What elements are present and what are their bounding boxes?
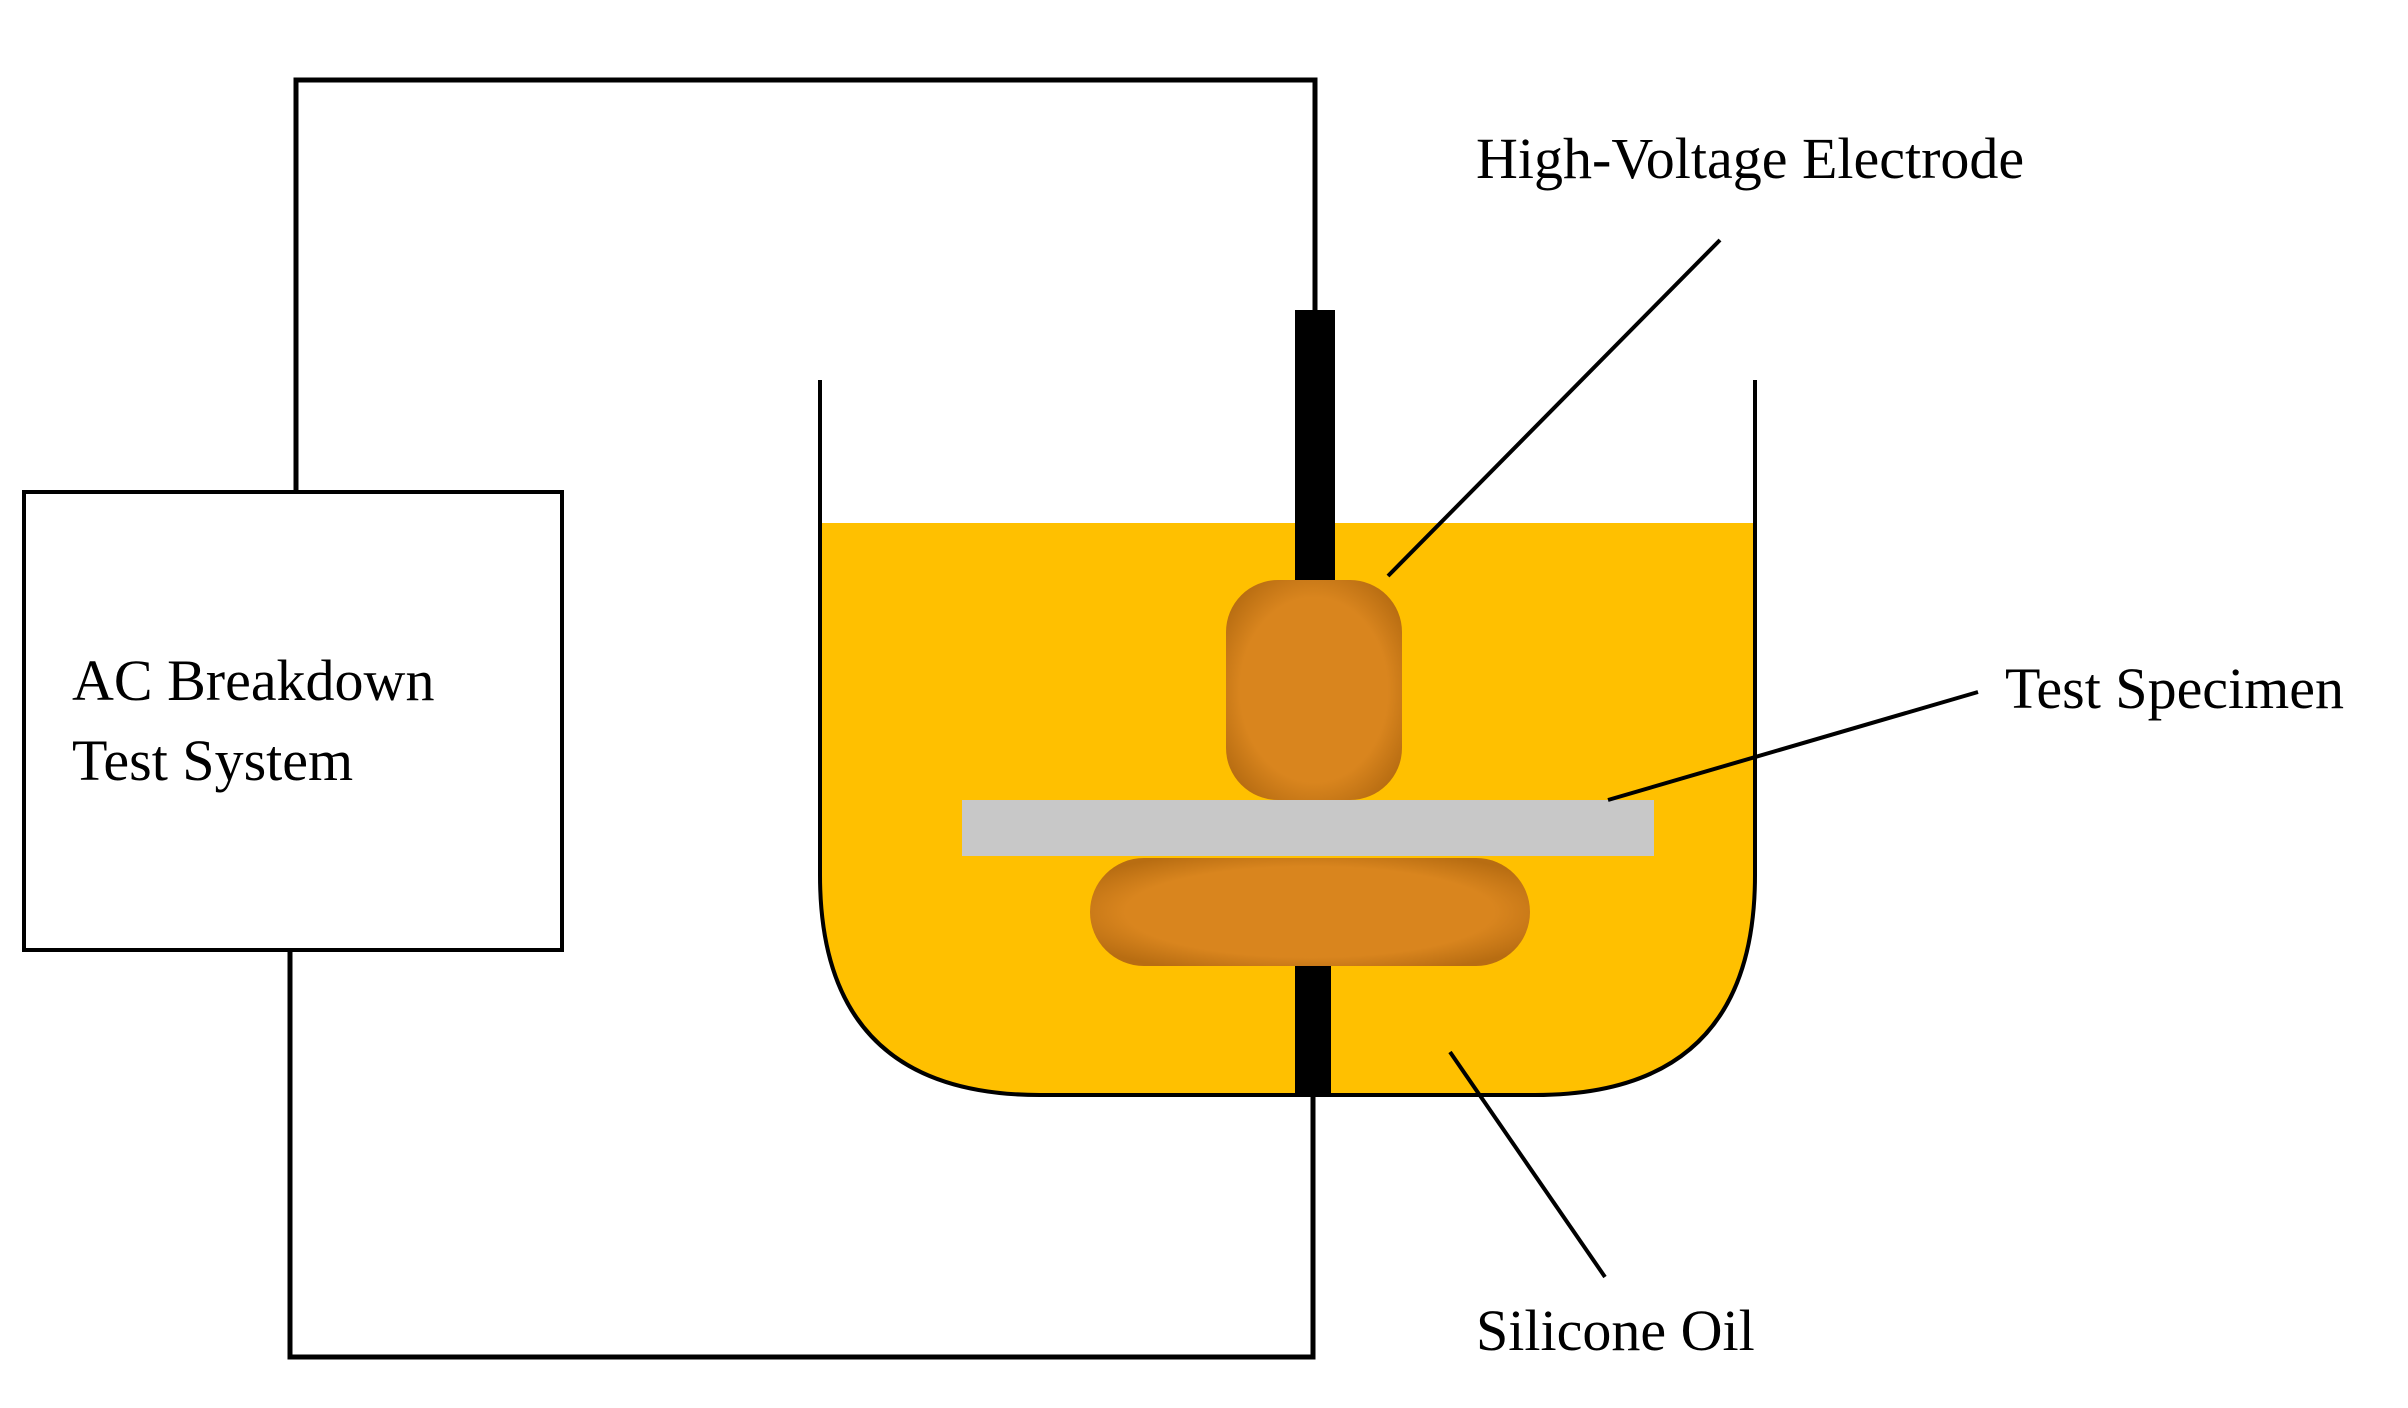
specimen-label: Test Specimen (2005, 656, 2344, 721)
specimen-leader-line (1607, 690, 1979, 802)
ac-test-system-box (22, 490, 564, 952)
electrode-leader-line (1386, 238, 1722, 578)
oil-leader-line (1448, 1050, 1607, 1279)
ac-test-system-label-line1: AC Breakdown (72, 648, 434, 713)
ground-electrode (1090, 858, 1530, 966)
high-voltage-electrode (1226, 580, 1402, 800)
oil-vessel (818, 380, 1757, 1097)
lower-electrode-rod (1295, 965, 1331, 1095)
electrode-label: High-Voltage Electrode (1476, 126, 2024, 191)
oil-label: Silicone Oil (1476, 1298, 1755, 1363)
ac-test-system-label: AC Breakdown Test System (72, 648, 449, 793)
ac-test-system-label-line2: Test System (72, 728, 353, 793)
upper-electrode-rod (1295, 310, 1335, 585)
wire-bottom (287, 950, 1316, 1360)
wire-top (293, 77, 1318, 492)
test-specimen (962, 800, 1654, 856)
